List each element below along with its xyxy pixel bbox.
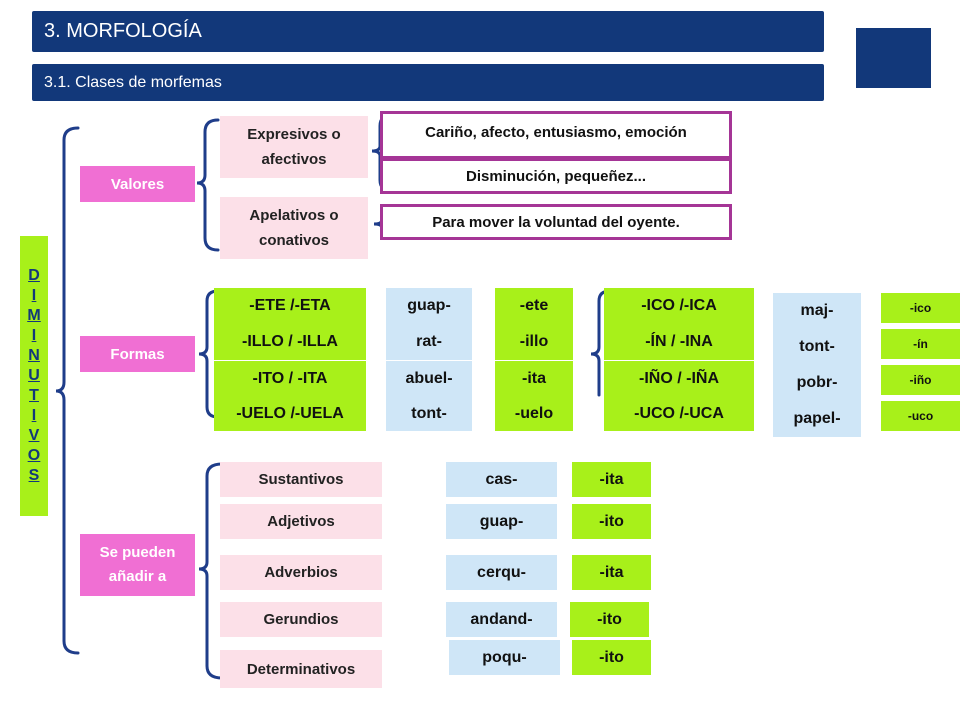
page-title: 3. MORFOLOGÍA bbox=[32, 11, 824, 52]
formas-suffix-illo: -ILLO / -ILLA bbox=[214, 324, 366, 360]
category-sustantivos: Sustantivos bbox=[220, 462, 382, 497]
expresivos-value-2: Disminución, pequeñez... bbox=[380, 158, 732, 194]
apelativos-value: Para mover la voluntad del oyente. bbox=[380, 204, 732, 240]
decorative-blue-square bbox=[856, 28, 931, 88]
formas-root-tont-2: tont- bbox=[773, 329, 861, 365]
category-adjetivos: Adjetivos bbox=[220, 504, 382, 539]
anadir-root-cas: cas- bbox=[446, 462, 557, 497]
formas-root-maj: maj- bbox=[773, 293, 861, 329]
formas-suffix-ito: -ITO / -ITA bbox=[214, 361, 366, 397]
valores-node: Valores bbox=[80, 166, 195, 202]
formas-ending-ita: -ita bbox=[495, 361, 573, 397]
anadir-ending-ito-1: -ito bbox=[572, 504, 651, 539]
formas-ending-illo: -illo bbox=[495, 324, 573, 360]
formas-suffix-in: -ÍN / -INA bbox=[604, 324, 754, 360]
bracket-valores bbox=[196, 118, 220, 252]
category-gerundios: Gerundios bbox=[220, 602, 382, 637]
formas-ending-ete: -ete bbox=[495, 288, 573, 324]
formas-suffix-ino: -IÑO / -IÑA bbox=[604, 361, 754, 397]
formas-root-papel: papel- bbox=[773, 401, 861, 437]
formas-suffix-ete: -ETE /-ETA bbox=[214, 288, 366, 324]
anadir-ending-ito-3: -ito bbox=[572, 640, 651, 675]
apelativos-node: Apelativos o conativos bbox=[220, 197, 368, 259]
formas-node: Formas bbox=[80, 336, 195, 372]
anadir-ending-ito-2: -ito bbox=[570, 602, 649, 637]
formas-ending-ino: -iño bbox=[881, 365, 960, 395]
diminutivos-vertical-label: D I M I N U T I V O S bbox=[20, 236, 48, 516]
anadir-root-cerqu: cerqu- bbox=[446, 555, 557, 590]
page-subtitle: 3.1. Clases de morfemas bbox=[32, 64, 824, 101]
anadir-ending-ita-2: -ita bbox=[572, 555, 651, 590]
category-adverbios: Adverbios bbox=[220, 555, 382, 590]
category-determinativos: Determinativos bbox=[220, 650, 382, 688]
expresivos-node: Expresivos o afectivos bbox=[220, 116, 368, 178]
anadir-node: Se pueden añadir a bbox=[80, 534, 195, 596]
formas-suffix-uco: -UCO /-UCA bbox=[604, 397, 754, 431]
formas-root-abuel: abuel- bbox=[386, 361, 472, 397]
bracket-anadir bbox=[198, 462, 224, 680]
formas-root-pobr: pobr- bbox=[773, 365, 861, 401]
formas-suffix-ico: -ICO /-ICA bbox=[604, 288, 754, 324]
formas-root-tont: tont- bbox=[386, 397, 472, 431]
bracket-main bbox=[55, 126, 80, 655]
formas-ending-uco: -uco bbox=[881, 401, 960, 431]
anadir-root-poqu: poqu- bbox=[449, 640, 560, 675]
anadir-root-guap: guap- bbox=[446, 504, 557, 539]
anadir-ending-ita-1: -ita bbox=[572, 462, 651, 497]
formas-ending-in: -ín bbox=[881, 329, 960, 359]
anadir-root-andand: andand- bbox=[446, 602, 557, 637]
expresivos-value-1: Cariño, afecto, entusiasmo, emoción bbox=[380, 111, 732, 159]
formas-ending-ico: -ico bbox=[881, 293, 960, 323]
bracket-formas bbox=[198, 289, 220, 419]
formas-suffix-uelo: -UELO /-UELA bbox=[214, 397, 366, 431]
formas-root-guap: guap- bbox=[386, 288, 472, 324]
formas-ending-uelo: -uelo bbox=[495, 397, 573, 431]
bracket-formas-group2 bbox=[590, 289, 612, 397]
formas-root-rat: rat- bbox=[386, 324, 472, 360]
